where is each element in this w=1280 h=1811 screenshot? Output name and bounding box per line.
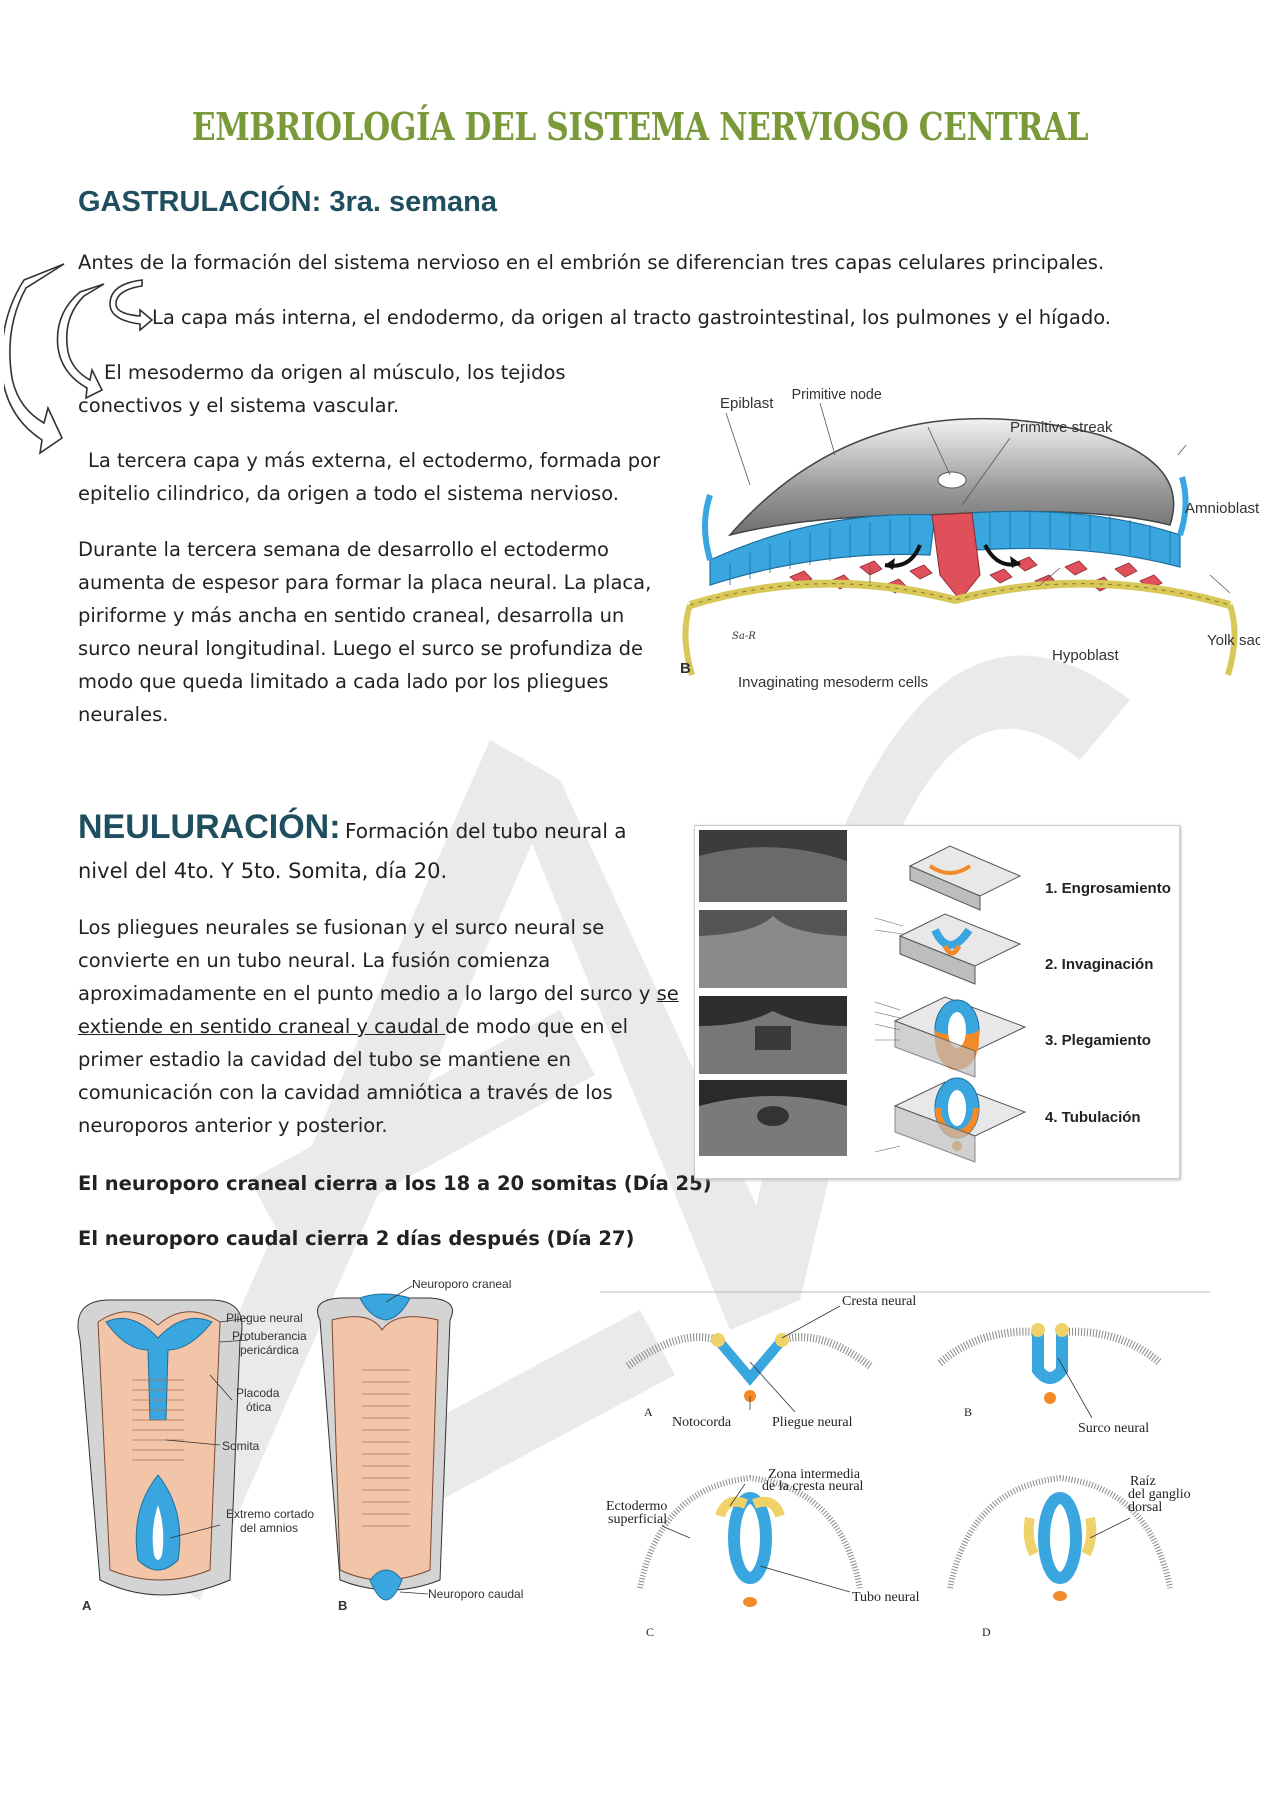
neurulacion-line: comunicación con la cavidad amniótica a … [78,1081,613,1104]
label-ectodermo-1: Ectodermo [606,1499,667,1514]
label-panel-a: A [644,1405,653,1419]
neurulacion-line4a: extiende en sentido craneal y caudal [78,1015,446,1038]
neural-tube-sections-figure: Cresta neural Notocorda Pliegue neural S… [600,1291,1210,1639]
label-zona-intermedia-1: Zona intermedia [768,1467,861,1482]
placa-line: piriforme y más ancha en sentido craneal… [78,604,625,627]
label-pliegue-neural: Pliegue neural [772,1415,853,1430]
neurulacion-heading: NEULURACIÓN: [78,808,341,846]
neurulacion-line4b: de modo que en el [445,1015,629,1038]
label-tubo-neural: Tubo neural [852,1590,920,1605]
placa-line: aumenta de espesor para formar la placa … [78,571,652,594]
intro-text: Antes de la formación del sistema nervio… [78,251,1105,274]
section-b [937,1323,1163,1404]
mesodermo-line1: El mesodermo da origen al músculo, los t… [104,361,566,384]
neurulacion-line: neuroporos anterior y posterior. [78,1114,388,1137]
label-amnioblasts: Amnioblasts [1185,500,1260,517]
placa-neural-paragraph: Durante la tercera semana de desarrollo … [78,533,678,731]
epiblast-left [709,513,936,586]
placa-line: neurales. [78,703,169,726]
neurulacion-line: Los pliegues neurales se fusionan y el s… [78,916,605,939]
neurulacion-line: primer estadio la cavidad del tubo se ma… [78,1048,571,1071]
label-extremo-1: Extremo cortado [226,1507,314,1521]
neurulacion-heading-line: NEULURACIÓN: Formación del tubo neural a [78,808,626,848]
label-extremo-2: del amnios [240,1521,298,1535]
label-ectodermo-2: superficial [608,1512,667,1527]
label-epiblast: Epiblast [720,395,774,412]
label-invaginating-mesoderm: Invaginating mesoderm cells [738,674,928,691]
embryo-b [317,1293,453,1601]
label-raiz-3: dorsal [1128,1500,1162,1515]
neuroporo-craneal-text: El neuroporo craneal cierra a los 18 a 2… [78,1172,712,1195]
label-panel-b: B [680,660,691,677]
label-panel-a: A [82,1598,92,1613]
endodermo-text: La capa más interna, el endodermo, da or… [152,306,1111,329]
label-yolk-sac: Yolk sac [1207,632,1260,649]
label-placoda-2: ótica [246,1400,272,1414]
label-surco-neural: Surco neural [1078,1421,1149,1436]
label-somita: Somita [222,1439,260,1453]
mesodermo-line2: conectivos y el sistema vascular. [78,394,400,417]
gastrulation-diagram: Primitive node Primitive streak Epiblast… [680,387,1260,691]
step-1-label: 1. Engrosamiento [1045,880,1171,897]
amnioblast-left [702,494,713,561]
neurulacion-subline: nivel del 4to. Y 5to. Somita, día 20. [78,859,448,883]
ectodermo-line1: La tercera capa y más externa, el ectode… [88,449,661,472]
label-primitive-streak: Primitive streak [1010,419,1113,436]
neurulacion-line: extiende en sentido craneal y caudal de … [78,1010,678,1043]
epiblast-right [969,510,1181,568]
label-neuroporo-caudal: Neuroporo caudal [428,1587,523,1601]
neurulacion-line: aproximadamente en el punto medio a lo l… [78,977,679,1010]
primitive-streak [931,512,981,601]
label-zona-intermedia-2: de la cresta neural [762,1479,864,1494]
label-panel-d: D [982,1625,991,1639]
sem-micrographs [699,830,847,1156]
neurulation-schematics [874,845,1027,1163]
label-signature: Sa-R [732,631,756,642]
section-d [947,1474,1173,1601]
step-4-label: 4. Tubulación [1045,1109,1141,1126]
label-hypoblast: Hypoblast [1052,647,1120,664]
label-panel-b: B [338,1598,347,1613]
label-notocorda: Notocorda [672,1415,732,1430]
label-panel-c: C [646,1625,654,1639]
page-title: EMBRIOLOGÍA DEL SISTEMA NERVIOSO CENTRAL [191,104,1089,149]
ectodermo-line2: epitelio cilindrico, da origen a todo el… [78,482,619,505]
amnioblast-right [1177,476,1189,536]
gastrulacion-heading: GASTRULACIÓN: 3ra. semana [78,186,497,218]
label-cresta-neural: Cresta neural [842,1294,916,1309]
neurulacion-paragraph: Los pliegues neurales se fusionan y el s… [78,911,679,1142]
placa-line: modo que queda limitado a cada lado por … [78,670,609,693]
primitive-node-pit [937,471,967,489]
label-primitive-node: Primitive node [792,387,882,403]
label-protuberancia-1: Protuberancia [232,1329,307,1343]
label-pliegue-neural: Pliegue neural [226,1311,303,1325]
step-3-label: 3. Plegamiento [1045,1032,1151,1049]
neurulacion-line: convierte en un tubo neural. La fusión c… [78,949,551,972]
neurulacion-line3a: aproximadamente en el punto medio a lo l… [78,982,657,1005]
step-2-label: 2. Invaginación [1045,956,1153,973]
section-c [637,1474,863,1607]
neurulation-steps-figure: 1. Engrosamiento 2. Invaginación 3. Pleg… [694,825,1180,1179]
section-a [625,1333,873,1402]
placa-line: surco neural longitudinal. Luego el surc… [78,637,644,660]
label-raiz-2: del ganglio [1128,1487,1191,1502]
placa-line: Durante la tercera semana de desarrollo … [78,538,609,561]
label-protuberancia-2: pericárdica [240,1343,299,1357]
embryo-dorsal-views-figure: Pliegue neural Protuberancia pericárdica… [77,1280,523,1613]
neurulacion-line3b: se [656,982,679,1005]
label-neuroporo-craneal: Neuroporo craneal [412,1280,511,1291]
curved-arrows-icon [4,263,154,455]
neuroporo-caudal-text: El neuroporo caudal cierra 2 días despué… [78,1227,635,1250]
neurulacion-heading-rest: Formación del tubo neural a [345,819,627,843]
label-placoda-1: Placoda [236,1386,280,1400]
embryo-a [77,1299,243,1596]
label-panel-b: B [964,1405,972,1419]
label-raiz-1: Raíz [1130,1474,1156,1489]
